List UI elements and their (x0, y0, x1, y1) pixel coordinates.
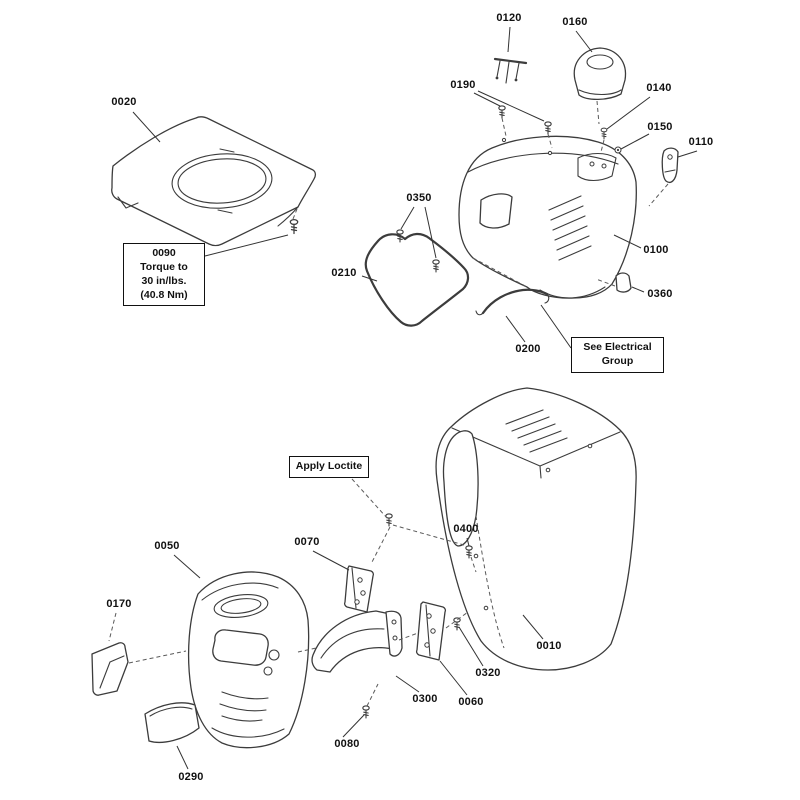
part-bracket-0060 (415, 601, 447, 661)
callout-0350: 0350 (406, 192, 432, 204)
callout-0300: 0300 (412, 693, 438, 705)
washer-0150 (614, 146, 622, 154)
callout-0320: 0320 (475, 667, 501, 679)
callout-0210: 0210 (331, 267, 357, 279)
electrical-line-2: Group (601, 354, 634, 367)
electrical-line-1: See Electrical (583, 341, 652, 353)
callout-0400: 0400 (453, 523, 479, 535)
torque-note-box: 0090 Torque to 30 in/lbs. (40.8 Nm) (123, 243, 205, 307)
screw-0080 (362, 705, 370, 719)
callout-0170: 0170 (106, 598, 132, 610)
torque-part-number: 0090 (152, 247, 176, 259)
callout-0060: 0060 (458, 696, 484, 708)
callout-0190: 0190 (450, 79, 476, 91)
callout-0140: 0140 (646, 82, 672, 94)
part-corner-0170 (91, 642, 129, 696)
bolt-0090 (289, 218, 299, 235)
part-latch-0120 (493, 57, 528, 84)
part-bumper-0300 (311, 610, 403, 673)
screw-loctite (385, 513, 393, 527)
callout-0010: 0010 (536, 640, 562, 652)
electrical-group-note-box: See Electrical Group (571, 337, 664, 373)
callout-0100: 0100 (643, 244, 669, 256)
callout-0150: 0150 (647, 121, 673, 133)
part-top-panel-0020 (111, 116, 317, 247)
torque-line-3: (40.8 Nm) (140, 288, 188, 301)
callout-0200: 0200 (515, 343, 541, 355)
part-cap-0160 (573, 47, 627, 101)
callout-0070: 0070 (294, 536, 320, 548)
loctite-note-box: Apply Loctite (289, 456, 369, 478)
callout-0160: 0160 (562, 16, 588, 28)
part-wire-frame-0210 (364, 232, 470, 327)
torque-line-2: 30 in/lbs. (141, 274, 187, 287)
part-lower-hood-0010 (435, 387, 637, 671)
part-rod-0200 (475, 288, 550, 316)
screw-0190-b (544, 121, 552, 135)
torque-line-1: Torque to (140, 260, 188, 273)
loctite-text: Apply Loctite (295, 460, 363, 472)
screw-0190-a (498, 105, 506, 119)
assembly-dashed-lines (108, 100, 669, 707)
callout-leader-lines (132, 26, 698, 770)
part-upper-hood-0100 (458, 135, 637, 299)
part-bracket-0070 (343, 565, 375, 613)
callout-0290: 0290 (178, 771, 204, 783)
part-lower-panel-0290 (144, 702, 200, 743)
callout-0120: 0120 (496, 12, 522, 24)
part-front-grille-0050 (187, 571, 310, 749)
callout-0020: 0020 (111, 96, 137, 108)
callout-0080: 0080 (334, 738, 360, 750)
callout-0360: 0360 (647, 288, 673, 300)
screw-0140 (600, 127, 608, 140)
screw-0350-b (432, 259, 440, 273)
part-pad-0360 (615, 272, 632, 293)
part-strap-0110 (661, 147, 679, 184)
callout-0050: 0050 (154, 540, 180, 552)
callout-0110: 0110 (688, 136, 714, 148)
